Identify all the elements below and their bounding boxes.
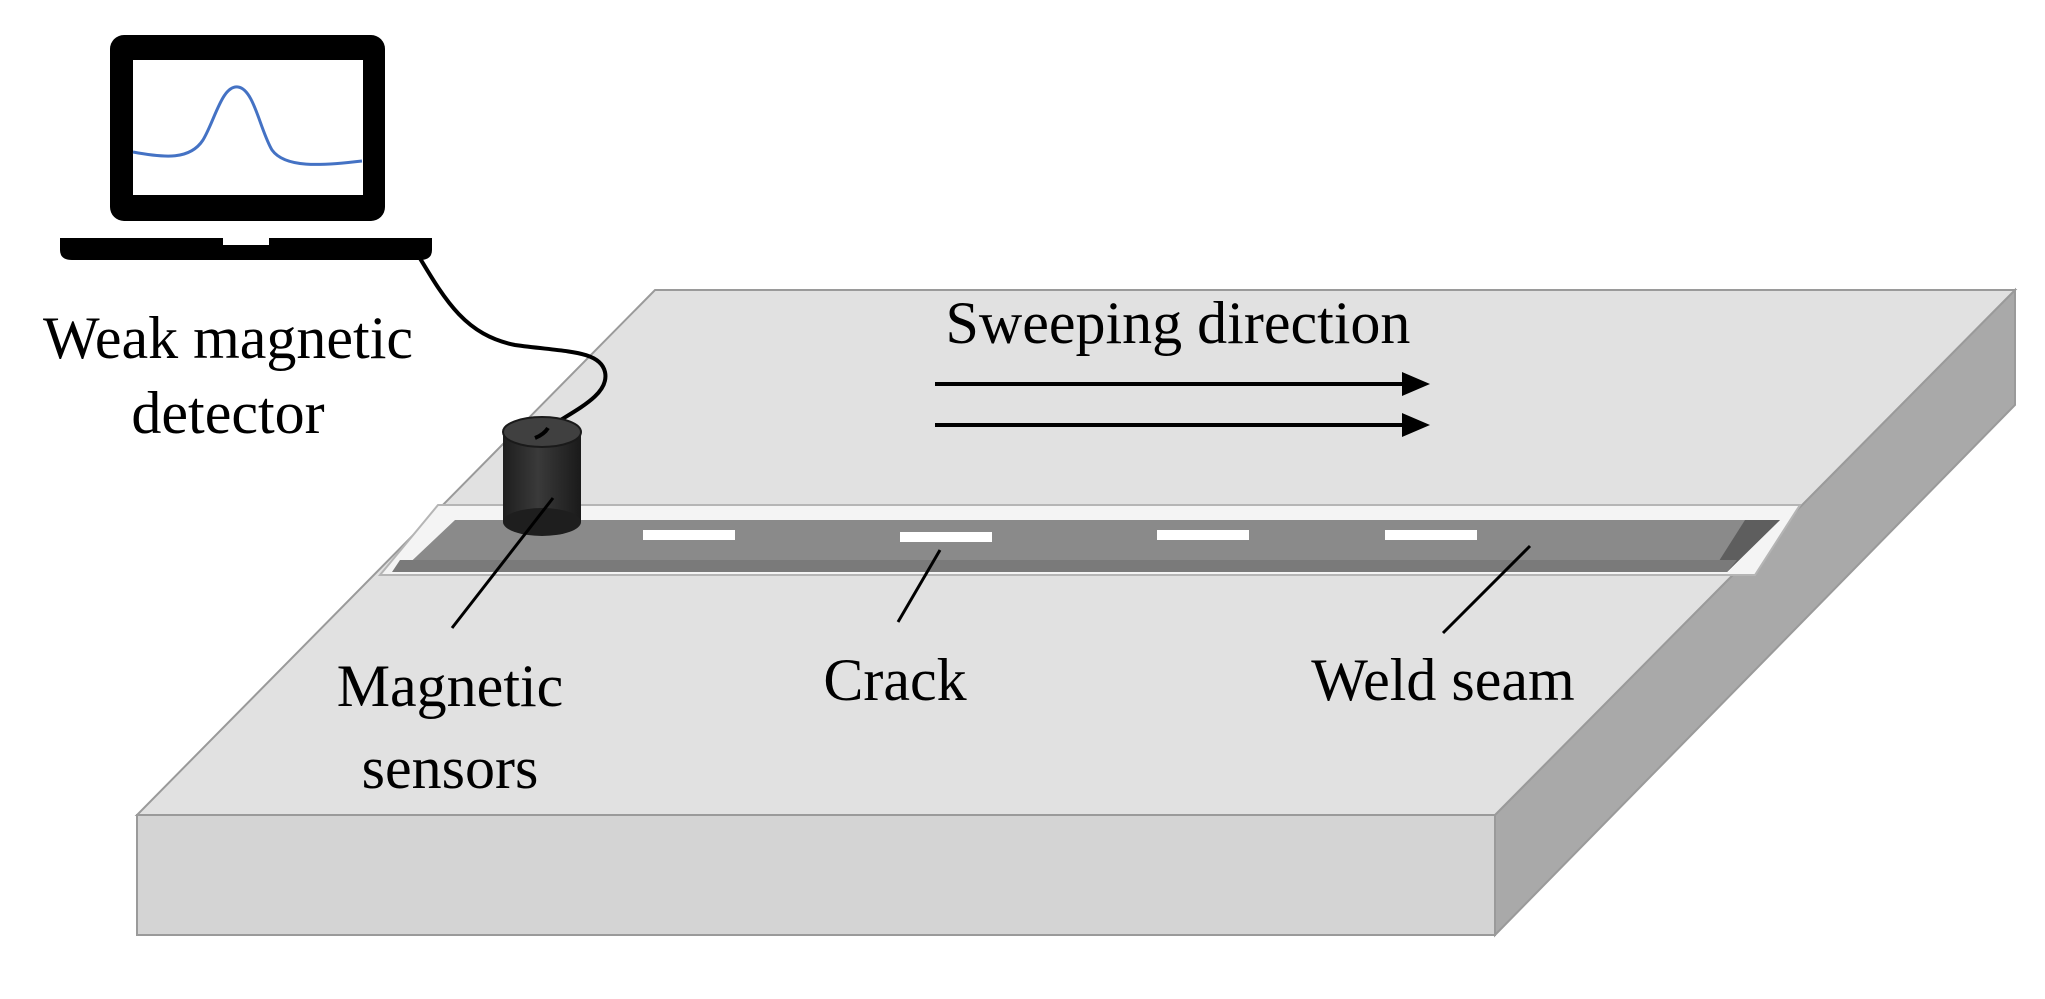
- arrow-1-head: [1402, 372, 1430, 396]
- detector-label-line1: Weak magnetic: [43, 305, 413, 371]
- steel-plate: [134, 287, 2018, 938]
- leader-sensors: [450, 497, 555, 629]
- sensor-cable: [416, 253, 608, 430]
- cylinder-sensor-icon: [502, 416, 582, 536]
- leader-weld-seam: [1441, 544, 1532, 635]
- cracks: [643, 530, 1477, 542]
- weld-seam-bevel: [1712, 520, 1780, 572]
- weld-seam: [377, 504, 1802, 576]
- laptop-screen: [133, 60, 363, 195]
- laptop-base: [60, 238, 432, 260]
- laptop-notch: [223, 238, 269, 245]
- sensors-label-line2: sensors: [362, 735, 539, 801]
- crack-label: Crack: [823, 647, 966, 713]
- leader-crack: [896, 549, 942, 623]
- crack-2: [900, 532, 992, 542]
- weld-seam-label: Weld seam: [1311, 647, 1574, 713]
- sweeping-direction-label: Sweeping direction: [946, 290, 1411, 356]
- laptop-icon: [60, 35, 432, 260]
- crack-1: [643, 530, 735, 540]
- crack-3: [1157, 530, 1249, 540]
- plate-front-face: [136, 814, 1496, 936]
- signal-peak-icon: [132, 85, 363, 166]
- detector-label-line2: detector: [131, 380, 324, 446]
- arrow-2-head: [1402, 413, 1430, 437]
- weld-seam-shadow: [392, 560, 1737, 572]
- sweeping-arrows: [935, 372, 1430, 437]
- crack-4: [1385, 530, 1477, 540]
- sensors-label-line1: Magnetic: [337, 653, 564, 719]
